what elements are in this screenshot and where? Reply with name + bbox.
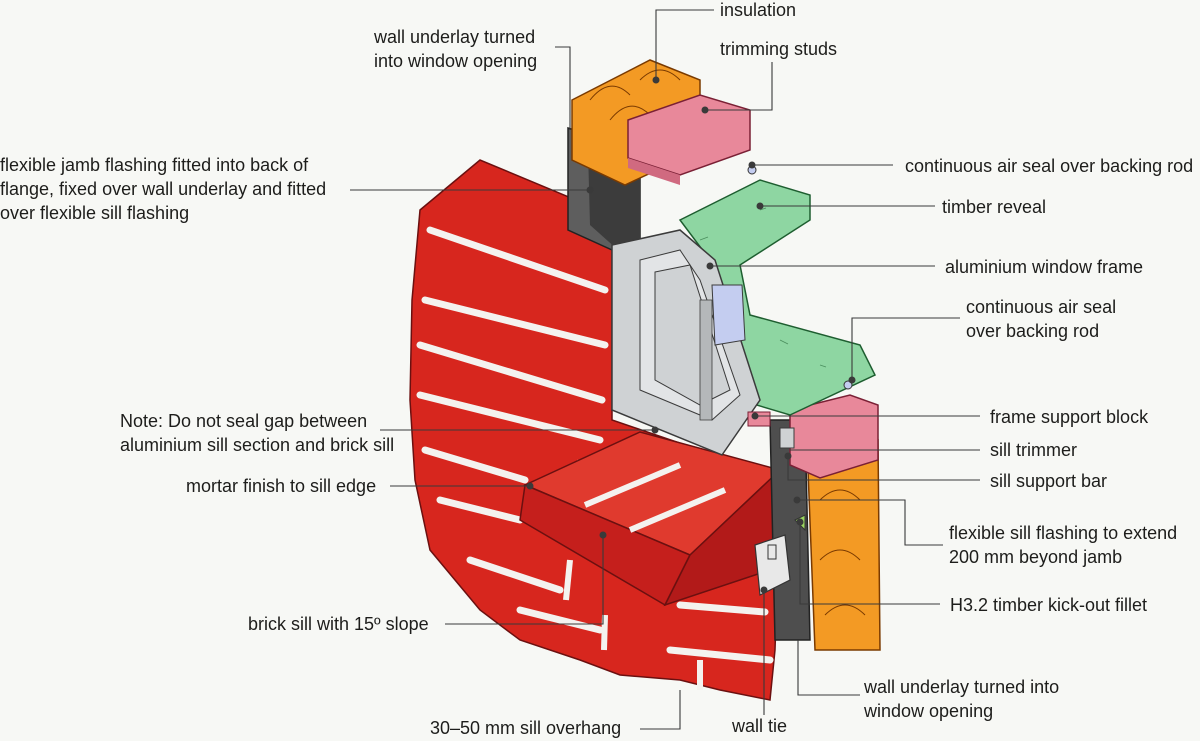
label-sill-flashing-line2: 200 mm beyond jamb	[949, 547, 1123, 567]
label-jamb-flashing: flexible jamb flashing fitted into back …	[0, 153, 326, 225]
label-note-line1: Note: Do not seal gap between	[120, 411, 368, 431]
label-sill-support: sill support bar	[990, 471, 1108, 491]
label-underlay-bottom: wall underlay turned into window opening	[864, 675, 1059, 723]
label-sill-trimmer: sill trimmer	[990, 440, 1077, 460]
label-air-seal-mid: continuous air seal over backing rod	[966, 295, 1116, 343]
label-overhang: 30–50 mm sill overhang	[430, 718, 622, 738]
sill-support-bar	[779, 427, 795, 449]
label-jamb-flashing-line1: flexible jamb flashing fitted into back …	[0, 155, 309, 175]
label-timber-reveal: timber reveal	[942, 197, 1047, 217]
leader-lines	[350, 9, 980, 730]
label-underlay-top: wall underlay turned into window opening	[374, 25, 537, 73]
label-insulation: insulation	[720, 0, 797, 20]
label-mortar-finish: mortar finish to sill edge	[186, 476, 377, 496]
label-note: Note: Do not seal gap between aluminium …	[120, 409, 394, 457]
label-sill-flashing-line1: flexible sill flashing to extend	[949, 523, 1178, 543]
label-underlay-top-line1: wall underlay turned	[374, 27, 536, 47]
label-air-seal-mid-line2: over backing rod	[966, 321, 1100, 341]
frame-support-block	[747, 411, 771, 427]
backing-rod-mid	[843, 380, 853, 390]
label-frame-support: frame support block	[990, 407, 1149, 427]
label-underlay-bottom-line1: wall underlay turned into	[864, 677, 1060, 697]
wall-tie	[754, 534, 791, 596]
glass-pane	[711, 284, 746, 346]
label-jamb-flashing-line2: flange, fixed over wall underlay and fit…	[0, 179, 327, 199]
label-sill-flashing: flexible sill flashing to extend 200 mm …	[949, 521, 1177, 569]
label-trimming-studs: trimming studs	[720, 39, 838, 59]
label-air-seal-mid-line1: continuous air seal	[966, 297, 1117, 317]
label-air-seal-top: continuous air seal over backing rod	[905, 156, 1194, 176]
label-window-frame: aluminium window frame	[945, 257, 1144, 277]
label-wall-tie: wall tie	[732, 716, 788, 736]
label-underlay-top-line2: into window opening	[374, 51, 538, 71]
label-kickout: H3.2 timber kick-out fillet	[950, 595, 1148, 615]
label-jamb-flashing-line3: over flexible sill flashing	[0, 203, 190, 223]
label-underlay-bottom-line2: window opening	[864, 701, 994, 721]
label-brick-sill: brick sill with 15º slope	[248, 614, 429, 634]
label-note-line2: aluminium sill section and brick sill	[120, 435, 395, 455]
